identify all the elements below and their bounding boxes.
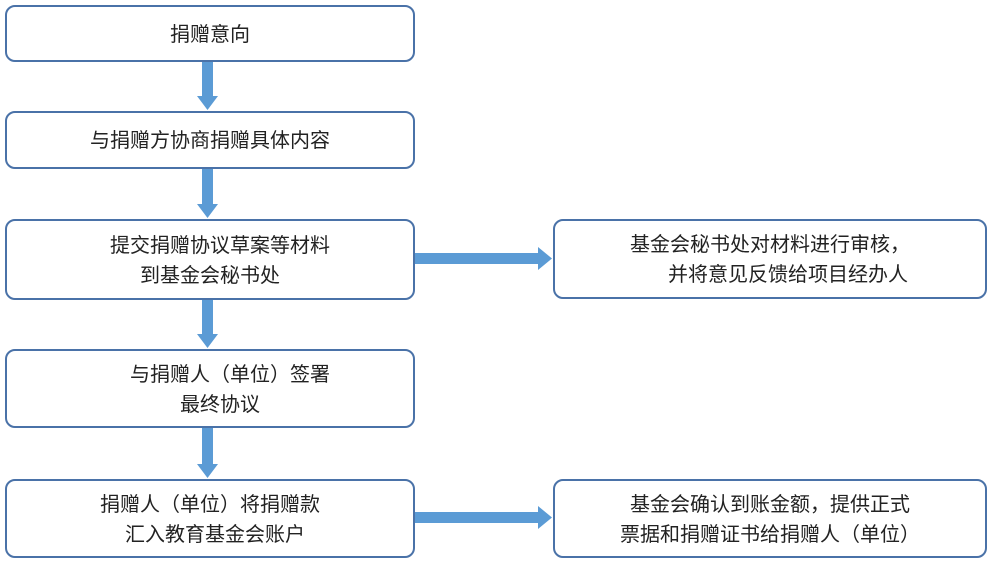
- step-submit-draft-line2: 到基金会秘书处: [140, 262, 280, 287]
- step-submit-draft: 提交捐赠协议草案等材料 到基金会秘书处: [5, 219, 415, 300]
- arrow-step3-to-step4: [197, 300, 218, 348]
- step-transfer-funds: 捐赠人（单位）将捐赠款 汇入教育基金会账户: [5, 479, 415, 558]
- step-negotiate-content: 与捐赠方协商捐赠具体内容: [5, 111, 415, 169]
- side-confirm-receipt: 基金会确认到账金额，提供正式 票据和捐赠证书给捐赠人（单位）: [553, 479, 987, 558]
- step-sign-agreement: 与捐赠人（单位）签署 最终协议: [5, 349, 415, 428]
- side-review-materials: 基金会秘书处对材料进行审核， 并将意见反馈给项目经办人: [553, 219, 987, 299]
- step-donation-intent: 捐赠意向: [5, 5, 415, 62]
- side-review-materials-line2: 并将意见反馈给项目经办人: [668, 262, 908, 286]
- arrow-step4-to-step5: [197, 428, 218, 478]
- step-transfer-funds-line2: 汇入教育基金会账户: [125, 521, 305, 546]
- side-confirm-receipt-line2: 票据和捐赠证书给捐赠人（单位）: [620, 521, 920, 546]
- step-donation-intent-text: 捐赠意向: [170, 21, 250, 46]
- step-transfer-funds-line1: 捐赠人（单位）将捐赠款: [100, 491, 320, 516]
- step-sign-agreement-line1: 与捐赠人（单位）签署: [130, 361, 330, 386]
- step-submit-draft-line1: 提交捐赠协议草案等材料: [110, 232, 330, 257]
- side-review-materials-line1: 基金会秘书处对材料进行审核，: [630, 232, 910, 256]
- arrow-step1-to-step2: [197, 62, 218, 110]
- step-sign-agreement-line2: 最终协议: [180, 391, 260, 416]
- side-confirm-receipt-line1: 基金会确认到账金额，提供正式: [630, 491, 910, 516]
- step-negotiate-content-text: 与捐赠方协商捐赠具体内容: [90, 128, 330, 152]
- arrow-step5-to-confirm: [415, 506, 552, 529]
- arrow-step3-to-review: [415, 247, 552, 270]
- arrow-step2-to-step3: [197, 169, 218, 218]
